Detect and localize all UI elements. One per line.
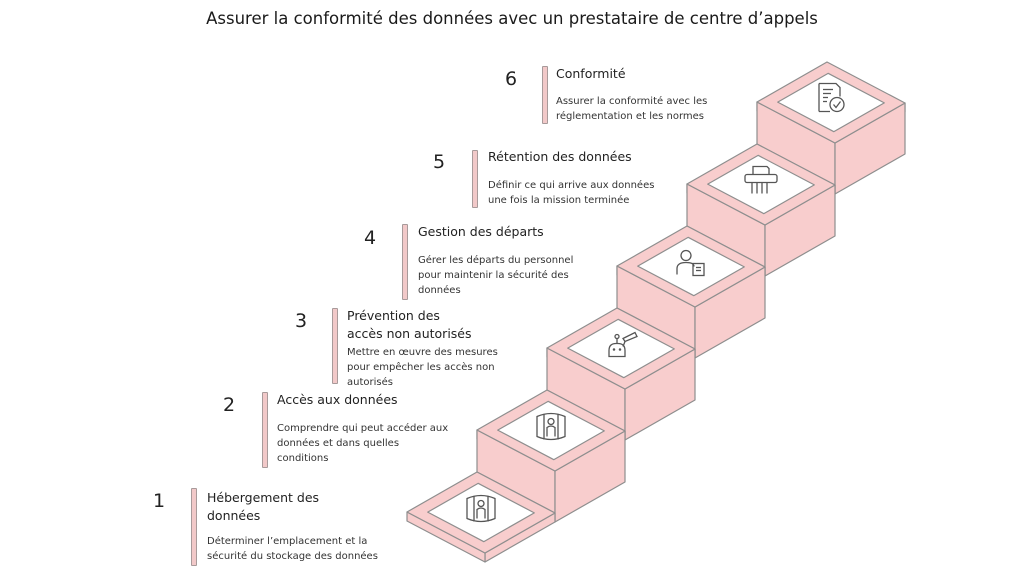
compliance-document-icon <box>818 82 845 113</box>
step-title: Rétention des données <box>488 149 632 164</box>
step-number: 1 <box>153 490 166 512</box>
data-center-person-icon <box>536 412 566 441</box>
step-description: Gérer les départs du personnel pour main… <box>418 255 574 296</box>
step-top-inner <box>497 400 605 461</box>
step-divider <box>402 224 408 300</box>
step-description: Définir ce qui arrive aux données une fo… <box>488 180 655 206</box>
step-description: Assurer la conformité avec les réglement… <box>556 96 708 122</box>
step-top-inner <box>707 154 815 215</box>
step-divider <box>542 66 548 124</box>
step-number: 2 <box>223 394 236 416</box>
step-number: 4 <box>364 227 377 249</box>
employee-document-icon <box>676 249 705 277</box>
step-divider <box>262 392 268 468</box>
step-number: 5 <box>433 151 446 173</box>
step-title: Accès aux données <box>277 392 398 407</box>
diagram-title: Assurer la conformité des données avec u… <box>206 9 818 28</box>
step-divider <box>191 488 197 566</box>
step-description: Mettre en œuvre des mesures pour empêche… <box>347 347 498 388</box>
step-description: Déterminer l’emplacement et la sécurité … <box>207 536 378 562</box>
step-top-inner <box>637 236 745 297</box>
step-top-inner <box>777 72 885 133</box>
step-title: Gestion des départs <box>418 224 544 239</box>
security-camera-robot-icon <box>608 331 638 358</box>
step-number: 6 <box>505 68 518 90</box>
step-top-inner <box>427 482 535 543</box>
step-divider <box>332 308 338 384</box>
data-center-person-icon <box>466 494 496 523</box>
step-description: Comprendre qui peut accéder aux données … <box>277 423 449 464</box>
step-title: Prévention des accès non autorisés <box>347 308 472 341</box>
step-top-inner <box>567 318 675 379</box>
step-title: Conformité <box>556 66 626 81</box>
step-divider <box>472 150 478 208</box>
step-number: 3 <box>295 310 308 332</box>
shredder-icon <box>744 165 778 194</box>
step-title: Hébergement des données <box>207 490 320 523</box>
